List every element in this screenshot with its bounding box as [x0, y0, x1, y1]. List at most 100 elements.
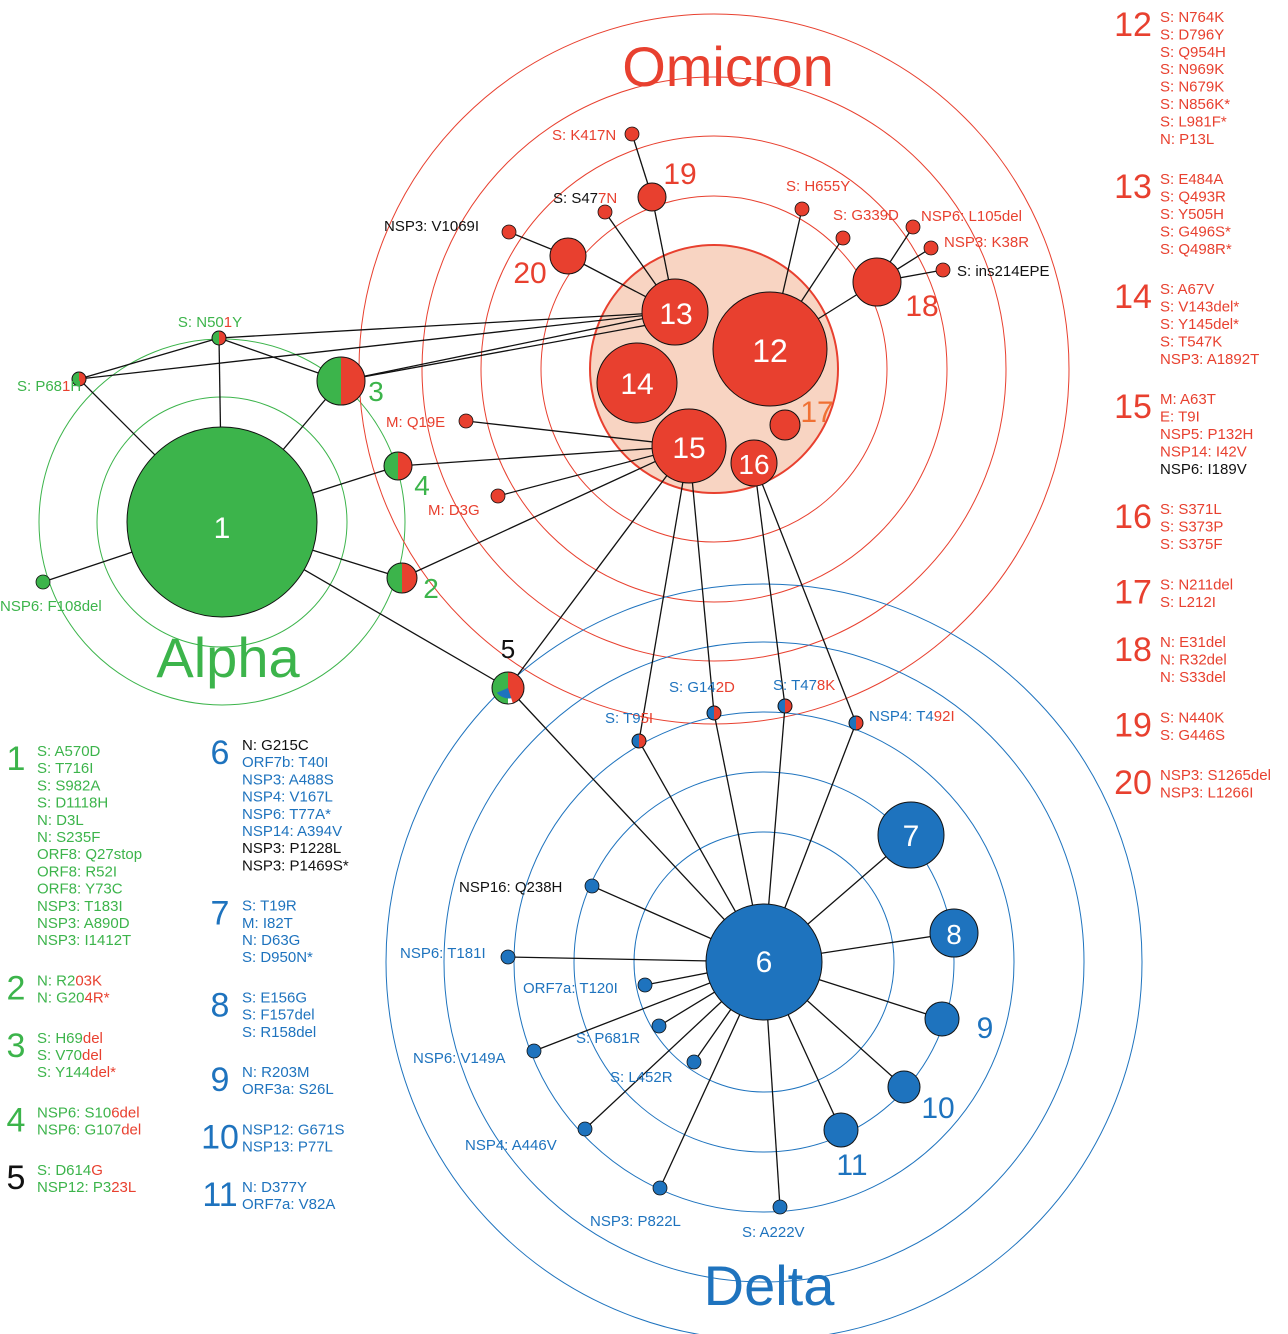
node-18	[852, 257, 902, 307]
node-6	[705, 903, 823, 1021]
legend-item-18-0: N: E31del	[1160, 634, 1226, 651]
legend-item-4-0: NSP6: S106del	[37, 1104, 140, 1121]
legend-number-7: 7	[211, 895, 230, 933]
node-label-10: 10	[921, 1092, 954, 1125]
legend-item-7-1: M: I82T	[242, 915, 293, 932]
legend-item-7-3: S: D950N*	[242, 949, 313, 966]
mutation-label-nsp6-v149a: NSP6: V149A	[413, 1050, 506, 1067]
node-label-9: 9	[977, 1012, 994, 1045]
legend-item-11-1: ORF7a: V82A	[242, 1196, 335, 1213]
node-label-5: 5	[501, 634, 515, 664]
legend-number-19: 19	[1114, 706, 1152, 744]
legend-item-1-8: ORF8: Y73C	[37, 881, 123, 898]
legend-number-3: 3	[7, 1027, 26, 1065]
node-9	[924, 1001, 960, 1037]
mutation-node-s_l452r	[686, 1054, 702, 1070]
mutation-node-nsp6_t181i	[500, 949, 516, 965]
legend-number-20: 20	[1114, 764, 1152, 802]
legend-item-15-1: E: T9I	[1160, 409, 1200, 426]
ring-delta-7	[573, 771, 955, 1153]
mutation-label-s-a222v: S: A222V	[742, 1224, 805, 1241]
node-17	[769, 409, 801, 441]
legend-item-20-0: NSP3: S1265del	[1160, 767, 1271, 784]
legend-number-18: 18	[1114, 631, 1152, 669]
legend-number-12: 12	[1114, 6, 1152, 44]
mutation-label-nsp6-t181i: NSP6: T181I	[400, 945, 486, 962]
node-16	[730, 439, 778, 487]
legend-number-16: 16	[1114, 498, 1152, 536]
legend-item-1-1: S: T716I	[37, 760, 93, 777]
node-10	[887, 1070, 921, 1104]
ring-delta-9	[443, 641, 1085, 1283]
node-2	[386, 562, 418, 594]
legend-item-20-1: NSP3: L1266I	[1160, 785, 1253, 802]
legend-item-14-4: NSP3: A1892T	[1160, 351, 1259, 368]
mutation-label-s-g142d: S: G142D	[669, 679, 735, 696]
legend-number-11: 11	[202, 1176, 237, 1214]
title-delta: Delta	[704, 1254, 836, 1317]
legend-item-8-2: S: R158del	[242, 1024, 316, 1041]
legend-item-15-3: NSP14: I42V	[1160, 443, 1247, 460]
legend-item-11-0: N: D377Y	[242, 1179, 307, 1196]
node-label-3: 3	[368, 376, 384, 407]
mutation-label-nsp6-f108del: NSP6: F108del	[0, 598, 102, 615]
legend-number-15: 15	[1114, 388, 1152, 426]
mutation-node-s_a222v	[772, 1199, 788, 1215]
legend-number-8: 8	[211, 986, 230, 1024]
mutation-node-s_s477n	[597, 204, 613, 220]
ring-delta-8	[513, 711, 1015, 1213]
legend-item-19-0: S: N440K	[1160, 709, 1224, 726]
edge-15-s_t95i	[638, 445, 690, 742]
legend-item-15-0: M: A63T	[1160, 391, 1216, 408]
mutation-label-s-l452r: S: L452R	[610, 1069, 673, 1086]
legend-number-9: 9	[211, 1061, 230, 1099]
title-omicron: Omicron	[622, 35, 834, 98]
legend-item-3-2: S: Y144del*	[37, 1064, 116, 1081]
legend-item-4-1: NSP6: G107del	[37, 1122, 141, 1139]
legend-item-14-2: S: Y145del*	[1160, 316, 1239, 333]
node-label-15: 15	[672, 432, 705, 465]
edge-16-s_t478k	[753, 462, 786, 707]
legend-item-14-0: S: A67V	[1160, 281, 1214, 298]
legend-item-16-2: S: S375F	[1160, 536, 1223, 553]
node-label-6: 6	[756, 946, 773, 979]
node-15	[651, 408, 727, 484]
legend-item-7-0: S: T19R	[242, 898, 297, 915]
mutation-node-nsp3_v1069i	[501, 224, 517, 240]
legend-item-7-2: N: D63G	[242, 932, 300, 949]
legend-number-13: 13	[1114, 168, 1152, 206]
legend-item-14-3: S: T547K	[1160, 333, 1222, 350]
legend-item-9-1: ORF3a: S26L	[242, 1081, 334, 1098]
mutation-node-nsp6_v149a	[526, 1043, 542, 1059]
legend-item-13-1: S: Q493R	[1160, 189, 1226, 206]
mutation-node-nsp3_p822l	[652, 1180, 668, 1196]
legend-item-8-0: S: E156G	[242, 989, 307, 1006]
legend-item-12-5: S: N856K*	[1160, 96, 1230, 113]
mutation-node-s_h655y	[794, 201, 810, 217]
network-nodes	[35, 126, 979, 1215]
legend-item-12-6: S: L981F*	[1160, 113, 1227, 130]
mutation-node-nsp3_k38r	[923, 240, 939, 256]
edge-16-nsp4_t492i	[753, 462, 857, 724]
mutation-label-s-g339d: S: G339D	[833, 207, 899, 224]
node-5	[491, 671, 525, 705]
node-label-13: 13	[659, 298, 692, 331]
legend-item-12-4: S: N679K	[1160, 79, 1224, 96]
node-14	[596, 342, 678, 424]
legend-item-6-5: NSP14: A394V	[242, 823, 342, 840]
legend-number-1: 1	[7, 740, 26, 778]
mutation-node-s_n501y	[211, 330, 227, 346]
legend-item-6-7: NSP3: P1469S*	[242, 857, 349, 874]
legend-item-13-2: S: Y505H	[1160, 206, 1224, 223]
legend-item-1-7: ORF8: R52I	[37, 863, 117, 880]
legend-item-5-0: S: D614G	[37, 1162, 103, 1179]
edge-15-s_g142d	[688, 445, 715, 714]
edge-4-15	[397, 445, 690, 467]
edge-s_p681h-13	[78, 311, 676, 380]
node-label-19: 19	[663, 158, 696, 191]
mutation-node-orf7a_t120i	[637, 977, 653, 993]
concentric-rings	[38, 13, 1143, 1334]
title-alpha: Alpha	[156, 626, 300, 689]
legend-item-10-1: NSP13: P77L	[242, 1139, 333, 1156]
